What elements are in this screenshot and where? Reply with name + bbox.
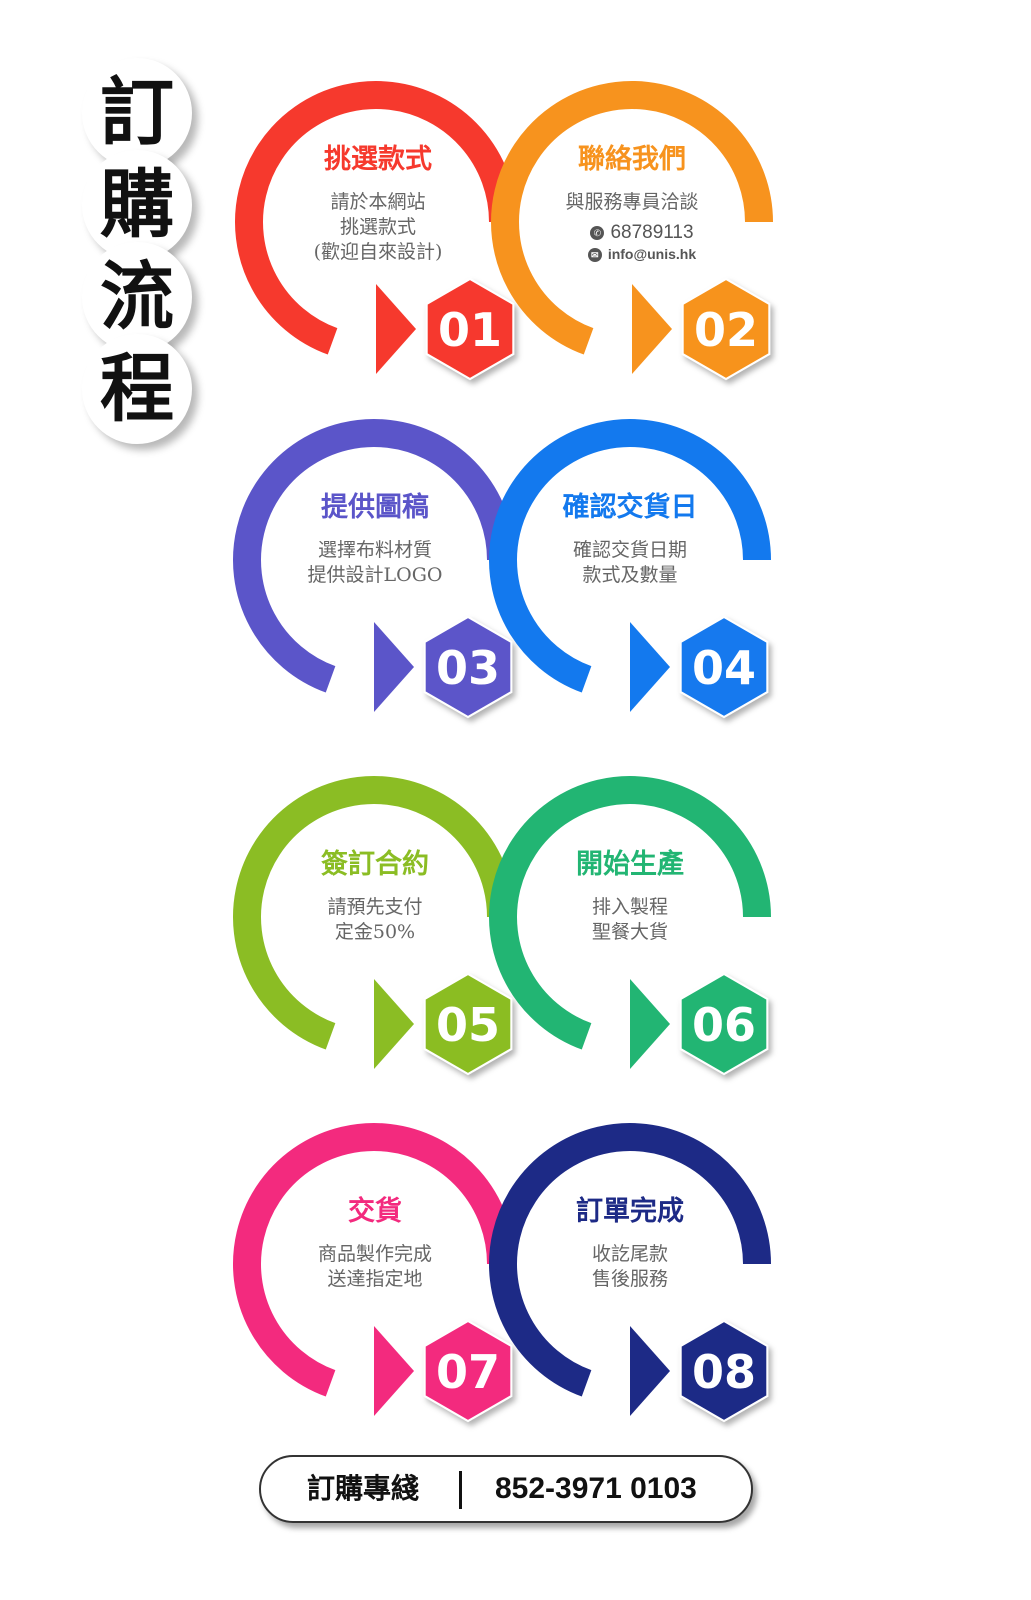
step-4-arrow-head xyxy=(630,622,670,712)
step-2-ring xyxy=(491,81,773,355)
step-1-graphic: 01 xyxy=(235,81,517,381)
title-char-2: 購 xyxy=(82,150,192,260)
title-char-4: 程 xyxy=(82,334,192,444)
step-3-badge xyxy=(423,615,513,719)
step-7-arrow-head xyxy=(374,1326,414,1416)
step-2-arrow-head xyxy=(632,284,672,374)
email-address: info@unis.hk xyxy=(607,246,697,262)
step-7-badge xyxy=(423,1319,513,1423)
step-6-badge xyxy=(679,972,769,1076)
whatsapp-icon: ✆ xyxy=(590,225,605,240)
step-2-contact: ✆ 68789113 ✉ info@unis.hk xyxy=(512,222,772,264)
step-3-number: 03 xyxy=(436,641,500,695)
title-char-3: 流 xyxy=(82,242,192,352)
step-3-arrow-head xyxy=(374,622,414,712)
step-5-ring xyxy=(233,776,515,1050)
step-1-number: 01 xyxy=(438,303,502,357)
mail-icon: ✉ xyxy=(587,248,602,263)
step-4-number: 04 xyxy=(692,641,756,695)
step-5-description: 請預先支付定金50% xyxy=(327,896,423,943)
email-line: ✉ info@unis.hk xyxy=(512,244,772,264)
step-8-description: 收訖尾款售後服務 xyxy=(591,1243,668,1290)
step-2-badge xyxy=(681,277,771,381)
step-7-title: 交貨 xyxy=(348,1196,402,1227)
step-1-ring xyxy=(235,81,517,355)
step-7-number: 07 xyxy=(436,1345,500,1399)
step-5-title: 簽訂合約 xyxy=(321,849,429,880)
step-7-description: 商品製作完成送達指定地 xyxy=(317,1243,432,1290)
step-1-arrow-head xyxy=(376,284,416,374)
step-3-graphic: 03 xyxy=(233,419,515,719)
step-6-ring xyxy=(489,776,771,1050)
step-2-number: 02 xyxy=(694,303,758,357)
step-3-description: 選擇布料材質提供設計LOGO xyxy=(307,539,443,586)
step-3-ring xyxy=(233,419,515,693)
step-5-badge xyxy=(423,972,513,1076)
step-8-number: 08 xyxy=(692,1345,756,1399)
step-4-title: 確認交貨日 xyxy=(562,492,698,523)
step-7-ring xyxy=(233,1123,515,1397)
step-7-graphic: 07 xyxy=(233,1123,515,1423)
step-1-badge xyxy=(425,277,515,381)
title-char-1: 訂 xyxy=(82,58,192,168)
step-8-graphic: 08 xyxy=(489,1123,771,1423)
step-6-graphic: 06 xyxy=(489,776,771,1076)
hotline-number[interactable]: 852-3971 0103 xyxy=(495,1472,697,1505)
step-2-description: 與服務專員洽談 xyxy=(565,191,699,213)
step-4-ring xyxy=(489,419,771,693)
hotline-label: 訂購專綫 xyxy=(307,1472,420,1505)
phone-line: ✆ 68789113 xyxy=(512,222,772,244)
step-2-graphic: 02 xyxy=(491,81,773,381)
step-5-number: 05 xyxy=(436,998,500,1052)
step-8-arrow-head xyxy=(630,1326,670,1416)
step-8-ring xyxy=(489,1123,771,1397)
vertical-title: 訂 購 流 程 xyxy=(82,58,232,458)
step-8-badge xyxy=(679,1319,769,1423)
step-5-arrow-head xyxy=(374,979,414,1069)
step-6-number: 06 xyxy=(692,998,756,1052)
step-3-title: 提供圖稿 xyxy=(321,492,429,523)
step-8-title: 訂單完成 xyxy=(576,1196,684,1227)
step-6-title: 開始生產 xyxy=(576,849,684,880)
hotline-divider xyxy=(459,1471,462,1509)
hotline-bar: 訂購專綫 852-3971 0103 xyxy=(259,1455,753,1523)
step-4-graphic: 04 xyxy=(489,419,771,719)
step-5-graphic: 05 xyxy=(233,776,515,1076)
step-6-arrow-head xyxy=(630,979,670,1069)
step-2-title: 聯絡我們 xyxy=(578,144,686,175)
phone-number: 68789113 xyxy=(610,222,694,243)
step-6-description: 排入製程聖餐大貨 xyxy=(591,896,668,943)
step-4-badge xyxy=(679,615,769,719)
step-1-description: 請於本網站挑選款式(歡迎自來設計) xyxy=(313,191,443,263)
step-1-title: 挑選款式 xyxy=(324,144,432,175)
step-4-description: 確認交貨日期款式及數量 xyxy=(572,539,687,586)
